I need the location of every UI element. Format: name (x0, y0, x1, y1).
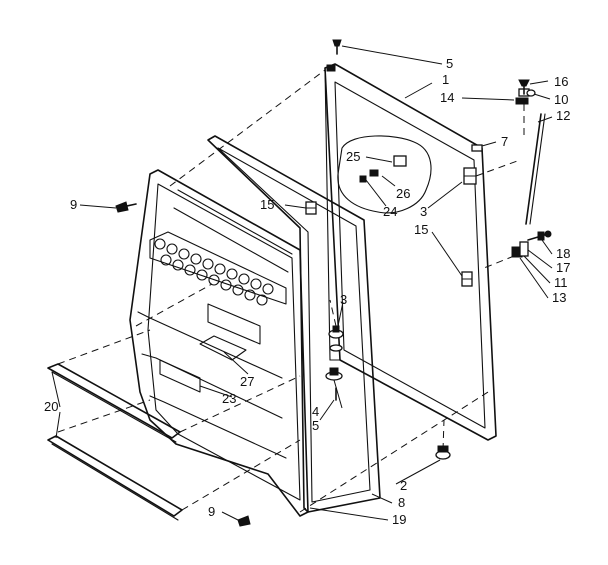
screw-9-upper (115, 201, 137, 213)
outer-door-panel (324, 63, 497, 441)
door-bar-shelf-lower (47, 435, 183, 521)
part-number-labels: 5 1 14 16 10 12 7 25 26 24 3 15 15 9 18 … (44, 56, 570, 527)
label-part-7: 7 (501, 134, 508, 149)
label-part-12: 12 (556, 108, 570, 123)
screw-top-5 (332, 39, 342, 55)
label-part-2: 2 (400, 478, 407, 493)
screw-9-lower (237, 515, 251, 527)
leader-lines (51, 45, 553, 521)
label-part-26: 26 (396, 186, 410, 201)
label-part-1: 1 (442, 72, 449, 87)
cutout-detail-bubble (337, 135, 432, 214)
label-part-5-bottom: 5 (312, 418, 319, 433)
label-part-11: 11 (554, 275, 568, 290)
label-part-16: 16 (554, 74, 568, 89)
label-part-20: 20 (44, 399, 58, 414)
label-part-27: 27 (240, 374, 254, 389)
label-part-25: 25 (346, 149, 360, 164)
label-part-19: 19 (392, 512, 406, 527)
door-liner (129, 169, 309, 517)
label-part-9-lower: 9 (208, 504, 215, 519)
label-part-13: 13 (552, 290, 566, 305)
label-part-24: 24 (383, 204, 397, 219)
label-part-8: 8 (398, 495, 405, 510)
label-part-4: 4 (312, 404, 319, 419)
lower-hinge-assembly (511, 230, 552, 258)
label-part-3-right: 3 (420, 204, 427, 219)
label-part-5-top: 5 (446, 56, 453, 71)
label-part-10: 10 (554, 92, 568, 107)
upper-hinge-assembly (471, 79, 546, 225)
liner-clip-upper (305, 201, 317, 215)
label-part-9-upper: 9 (70, 197, 77, 212)
bottom-hinge-hardware (325, 325, 344, 401)
door-stop-bracket-upper (463, 167, 477, 185)
egg-tray-cups (154, 238, 274, 306)
door-stop-bracket-lower (461, 271, 473, 287)
label-part-17: 17 (556, 260, 570, 275)
label-part-14: 14 (440, 90, 454, 105)
label-part-15-left: 15 (260, 197, 274, 212)
alignment-lines (57, 69, 525, 513)
label-part-23: 23 (222, 391, 236, 406)
label-part-18: 18 (556, 246, 570, 261)
label-part-3-left: 3 (340, 292, 347, 307)
label-part-15-right: 15 (414, 222, 428, 237)
